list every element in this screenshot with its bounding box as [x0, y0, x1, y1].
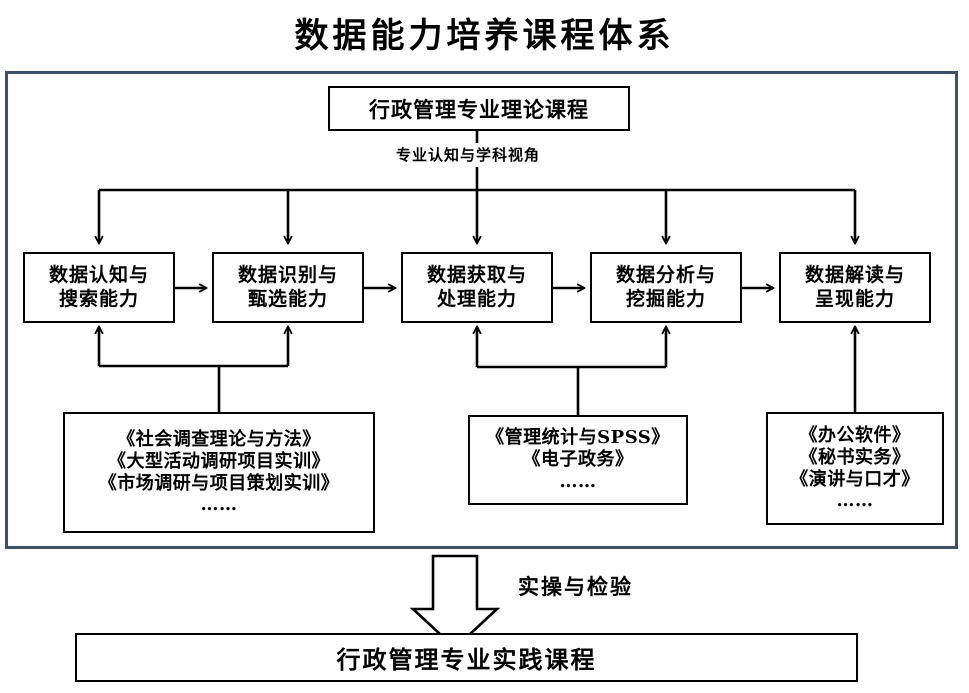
- course-ellipsis: ……: [836, 490, 874, 512]
- theory-link-label: 专业认知与学科视角: [396, 146, 541, 164]
- course-item: 《市场调研与项目策划实训》: [98, 472, 340, 494]
- course-item: 《管理统计与SPSS》: [486, 427, 670, 449]
- capability-5-line2: 呈现能力: [814, 287, 895, 310]
- course-group-statistics[interactable]: 《管理统计与SPSS》 《电子政务》 ……: [468, 415, 688, 505]
- capability-box-5[interactable]: 数据解读与 呈现能力: [779, 252, 931, 323]
- capability-1-line2: 搜索能力: [58, 287, 139, 310]
- course-ellipsis: ……: [200, 494, 238, 516]
- capability-3-line1: 数据获取与: [426, 264, 527, 287]
- capability-box-2[interactable]: 数据识别与 甄选能力: [212, 252, 364, 323]
- practice-course-box[interactable]: 行政管理专业实践课程: [75, 633, 858, 682]
- course-item: 《演讲与口才》: [790, 468, 920, 490]
- course-item: 《办公软件》: [799, 424, 911, 446]
- page-title: 数据能力培养课程体系: [294, 16, 675, 56]
- course-item: 《社会调查理论与方法》: [117, 428, 321, 450]
- practice-link-label: 实操与检验: [518, 574, 633, 599]
- capability-box-4[interactable]: 数据分析与 挖掘能力: [590, 252, 742, 323]
- capability-4-line2: 挖掘能力: [625, 287, 706, 310]
- course-group-presentation[interactable]: 《办公软件》 《秘书实务》 《演讲与口才》 ……: [766, 412, 944, 525]
- capability-box-1[interactable]: 数据认知与 搜索能力: [23, 252, 175, 323]
- course-item: 《大型活动调研项目实训》: [108, 450, 330, 472]
- capability-4-line1: 数据分析与: [615, 264, 716, 287]
- course-group-survey[interactable]: 《社会调查理论与方法》 《大型活动调研项目实训》 《市场调研与项目策划实训》 ……: [63, 412, 375, 533]
- capability-2-line2: 甄选能力: [247, 287, 328, 310]
- theory-course-label: 行政管理专业理论课程: [369, 96, 589, 122]
- course-item: 《秘书实务》: [799, 446, 911, 468]
- capability-5-line1: 数据解读与: [804, 264, 905, 287]
- capability-2-line1: 数据识别与: [237, 264, 338, 287]
- practice-course-label: 行政管理专业实践课程: [336, 645, 597, 674]
- theory-course-box[interactable]: 行政管理专业理论课程: [328, 86, 630, 131]
- capability-1-line1: 数据认知与: [48, 264, 149, 287]
- course-item: 《电子政务》: [522, 449, 634, 471]
- course-ellipsis: ……: [559, 470, 597, 492]
- capability-box-3[interactable]: 数据获取与 处理能力: [401, 252, 553, 323]
- capability-3-line2: 处理能力: [436, 287, 517, 310]
- capability-system-frame: [5, 71, 958, 549]
